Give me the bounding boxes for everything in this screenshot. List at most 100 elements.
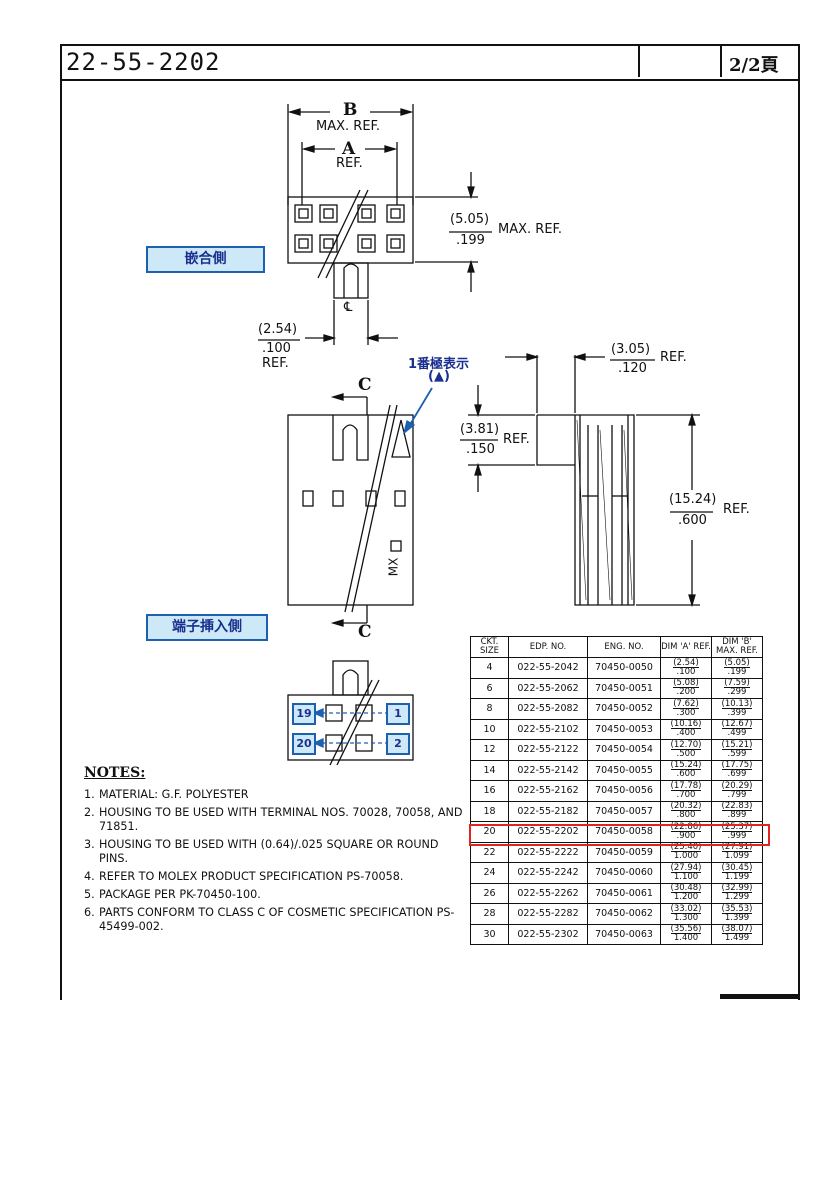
table-cell: 022-55-2162 — [508, 780, 588, 802]
dim-inch: .199 — [727, 666, 747, 677]
notes-list: 1.MATERIAL: G.F. POLYESTER 2.HOUSING TO … — [84, 788, 469, 938]
dim-inch: .299 — [727, 687, 747, 698]
table-cell-fraction: (30.45)1.199 — [711, 862, 763, 884]
dim-height-mm: (5.05) — [450, 212, 490, 227]
note-item: 4.REFER TO MOLEX PRODUCT SPECIFICATION P… — [84, 870, 404, 883]
title-divider — [638, 46, 640, 77]
table-cell-fraction: (35.56)1.400 — [660, 923, 712, 945]
dim-mm: (2.54) — [673, 657, 699, 668]
table-cell-fraction: (5.08).200 — [660, 677, 712, 699]
dim-inch: .800 — [676, 810, 696, 821]
dim-inch: 1.099 — [724, 851, 750, 862]
dim-a-label: A — [342, 139, 356, 159]
dim-step-mm: (3.81) — [460, 422, 500, 437]
dim-mm: (15.24) — [670, 760, 702, 771]
frame-corner-mark — [720, 994, 798, 999]
table-cell: 022-55-2042 — [508, 657, 588, 679]
table-cell-fraction: (33.02)1.300 — [660, 903, 712, 925]
mx-marking: MX — [386, 557, 401, 577]
dim-mm: (10.16) — [670, 719, 702, 730]
terminal-side-label: 端子挿入側 — [146, 614, 268, 641]
dim-inch: .899 — [727, 810, 747, 821]
dim-mm: (5.05) — [724, 657, 750, 668]
part-number-title: 22-55-2202 — [66, 48, 221, 76]
dim-inch: 1.399 — [724, 912, 750, 923]
col-header-eng: ENG. NO. — [587, 636, 661, 658]
table-cell: 022-55-2062 — [508, 677, 588, 699]
dim-mm: (38.07) — [721, 924, 753, 935]
table-cell: 16 — [470, 780, 509, 802]
dim-height-in: .199 — [456, 233, 485, 248]
table-cell: 022-55-2102 — [508, 718, 588, 740]
dim-inch: 1.400 — [673, 933, 699, 944]
notes-heading: NOTES: — [84, 765, 146, 781]
table-cell: 30 — [470, 923, 509, 945]
table-cell: 18 — [470, 800, 509, 822]
dim-inch: 1.299 — [724, 892, 750, 903]
dim-step-note: REF. — [503, 432, 530, 447]
note-item: 5.PACKAGE PER PK-70450-100. — [84, 888, 261, 901]
table-cell: 022-55-2182 — [508, 800, 588, 822]
col-header-dim-a: DIM 'A' REF. — [660, 636, 712, 658]
dim-inch: .600 — [676, 769, 696, 780]
table-cell: 70450-0060 — [587, 862, 661, 884]
table-cell-fraction: (17.78).700 — [660, 780, 712, 802]
dim-wall-mm: (3.05) — [611, 342, 651, 357]
dim-inch: .799 — [727, 789, 747, 800]
table-cell-fraction: (10.16).400 — [660, 718, 712, 740]
dim-pitch-note: REF. — [262, 356, 289, 371]
table-cell: 26 — [470, 882, 509, 904]
dim-mm: (27.91) — [721, 842, 753, 853]
table-cell-fraction: (15.24).600 — [660, 759, 712, 781]
title-divider — [720, 46, 722, 77]
table-cell: 12 — [470, 739, 509, 761]
section-c-top: C — [358, 375, 372, 395]
table-cell-fraction: (30.48)1.200 — [660, 882, 712, 904]
note-item: 2.HOUSING TO BE USED WITH TERMINAL NOS. … — [84, 806, 463, 833]
dim-wall-note: REF. — [660, 350, 687, 365]
dim-inch: .300 — [676, 707, 696, 718]
table-cell: 28 — [470, 903, 509, 925]
table-cell: 70450-0055 — [587, 759, 661, 781]
table-cell: 8 — [470, 698, 509, 720]
dim-inch: .900 — [676, 830, 696, 841]
dim-b-label: B — [343, 100, 358, 120]
table-cell-fraction: (5.05).199 — [711, 657, 763, 679]
dim-mm: (20.29) — [721, 780, 753, 791]
table-header-row: CKT. SIZE EDP. NO. ENG. NO. DIM 'A' REF.… — [470, 636, 763, 658]
dim-inch: 1.100 — [673, 871, 699, 882]
table-cell: 70450-0053 — [587, 718, 661, 740]
mating-side-label: 嵌合側 — [146, 246, 265, 273]
centerline-symbol: ℄ — [344, 300, 353, 315]
dim-a-note: REF. — [336, 156, 363, 171]
table-cell-fraction: (12.70).500 — [660, 739, 712, 761]
table-cell-fraction: (7.62).300 — [660, 698, 712, 720]
dim-mm: (32.99) — [721, 883, 753, 894]
dim-mm: (35.56) — [670, 924, 702, 935]
col-header-dim-b: DIM 'B' MAX. REF. — [711, 636, 763, 658]
dim-length-in: .600 — [678, 513, 707, 528]
dim-mm: (7.59) — [724, 678, 750, 689]
table-cell-fraction: (17.75).699 — [711, 759, 763, 781]
table-cell-fraction: (20.32).800 — [660, 800, 712, 822]
table-cell-fraction: (10.13).399 — [711, 698, 763, 720]
table-cell-fraction: (38.07)1.499 — [711, 923, 763, 945]
dim-inch: .699 — [727, 769, 747, 780]
pin-20-label: 20 — [292, 733, 316, 755]
dim-mm: (22.83) — [721, 801, 753, 812]
dim-inch: .399 — [727, 707, 747, 718]
title-bar — [60, 44, 798, 81]
section-c-bottom: C — [358, 622, 372, 642]
dim-step-in: .150 — [466, 442, 495, 457]
pin1-mark-symbol: (▲) — [428, 369, 450, 384]
pin1-mark-label: 1番極表示 — [408, 357, 470, 372]
dim-inch: .200 — [676, 687, 696, 698]
